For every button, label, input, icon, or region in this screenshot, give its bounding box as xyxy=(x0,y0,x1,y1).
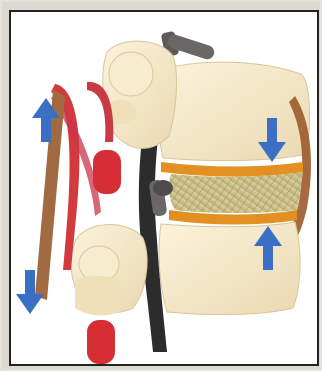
lower-lamina xyxy=(75,276,123,316)
red-pad-lower xyxy=(87,320,115,364)
intervertebral-disc xyxy=(169,172,303,213)
upper-spinous-process xyxy=(109,52,153,96)
illustration-panel xyxy=(9,10,319,366)
red-pad-upper xyxy=(93,150,121,194)
nerve-root-middle-cap xyxy=(153,180,173,196)
spine-model-illustration xyxy=(11,12,317,364)
upper-vertebral-body xyxy=(157,62,309,161)
lower-vertebral-body xyxy=(159,222,300,315)
